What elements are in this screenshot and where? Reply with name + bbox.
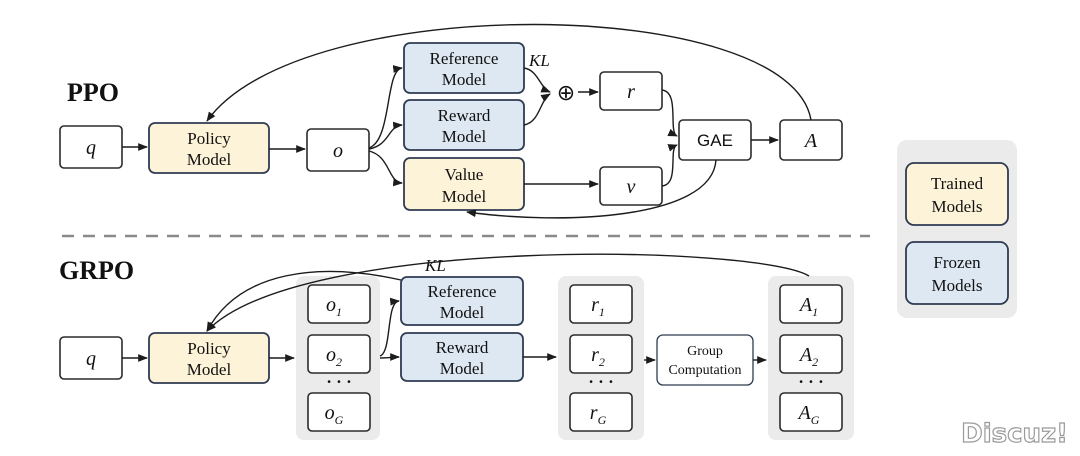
- ppo-gae-node: GAE: [678, 119, 752, 161]
- ppo-r-node: r: [599, 71, 663, 111]
- grpo-a1-node: A1: [779, 284, 843, 324]
- grpo-reward-model: Reward Model: [400, 332, 524, 382]
- legend-frozen-label-1: Frozen: [933, 253, 981, 272]
- grpo-q-label: q: [86, 348, 96, 370]
- grpo-r-ellipsis: · · ·: [588, 372, 614, 391]
- ppo-policy-model: Policy Model: [148, 122, 270, 174]
- grpo-reference-model: Reference Model: [400, 276, 524, 326]
- ppo-a-label: A: [803, 130, 818, 152]
- ppo-reference-label-1: Reference: [430, 49, 499, 68]
- ppo-kl-label: KL: [528, 51, 550, 70]
- grpo-kl-label: KL: [424, 256, 446, 275]
- svg-text:rG: rG: [590, 402, 607, 427]
- ppo-o-label: o: [333, 140, 343, 162]
- ppo-policy-label-1: Policy: [187, 129, 231, 148]
- grpo-arrows: [122, 253, 810, 364]
- grpo-og-node: oG: [307, 392, 371, 432]
- ppo-v-node: v: [599, 166, 663, 206]
- ppo-q-node: q: [59, 125, 123, 169]
- svg-text:r2: r2: [591, 344, 605, 369]
- grpo-policy-model: Policy Model: [148, 332, 270, 384]
- grpo-r2-node: r2: [569, 334, 633, 374]
- grpo-rg-node: rG: [569, 392, 633, 432]
- grpo-reward-label-1: Reward: [436, 338, 489, 357]
- svg-text:r1: r1: [591, 294, 605, 319]
- grpo-group-computation: Group Computation: [656, 334, 754, 386]
- ppo-v-label: v: [627, 176, 636, 198]
- svg-text:oG: oG: [325, 402, 344, 427]
- grpo-a-ellipsis: · · ·: [798, 372, 824, 391]
- ppo-reward-label-1: Reward: [438, 106, 491, 125]
- grpo-policy-label-2: Model: [187, 360, 232, 379]
- ppo-reference-label-2: Model: [442, 70, 487, 89]
- ppo-reward-model: Reward Model: [403, 99, 525, 151]
- grpo-o2-node: o2: [307, 334, 371, 374]
- legend-trained-label-2: Models: [932, 197, 983, 216]
- grpo-o1-node: o1: [307, 284, 371, 324]
- svg-text:A2: A2: [798, 344, 818, 369]
- svg-text:o2: o2: [326, 344, 342, 369]
- ppo-reward-label-2: Model: [442, 127, 487, 146]
- ppo-title: PPO: [67, 78, 119, 107]
- ppo-o-node: o: [306, 128, 370, 172]
- ppo-plus-symbol: ⊕: [557, 80, 575, 105]
- ppo-q-label: q: [86, 137, 96, 159]
- grpo-group-label-1: Group: [687, 344, 723, 359]
- grpo-o-ellipsis: · · ·: [326, 372, 352, 391]
- ppo-r-label: r: [627, 81, 635, 103]
- ppo-value-model: Value Model: [403, 157, 525, 211]
- grpo-reference-label-1: Reference: [428, 282, 497, 301]
- grpo-r1-node: r1: [569, 284, 633, 324]
- ppo-a-node: A: [779, 119, 843, 161]
- ppo-value-label-1: Value: [445, 165, 484, 184]
- legend-trained: Trained Models: [905, 162, 1009, 226]
- legend-frozen-label-2: Models: [932, 276, 983, 295]
- grpo-ag-node: AG: [779, 392, 843, 432]
- svg-text:AG: AG: [797, 402, 820, 427]
- ppo-arrows: [122, 23, 812, 219]
- grpo-title: GRPO: [59, 256, 134, 285]
- ppo-gae-label: GAE: [697, 131, 733, 150]
- grpo-policy-label-1: Policy: [187, 339, 231, 358]
- ppo-reference-model: Reference Model: [403, 42, 525, 94]
- grpo-a2-node: A2: [779, 334, 843, 374]
- grpo-reference-label-2: Model: [440, 303, 485, 322]
- grpo-group-label-2: Computation: [668, 363, 741, 378]
- svg-text:o1: o1: [326, 294, 342, 319]
- legend-trained-label-1: Trained: [931, 174, 984, 193]
- watermark: Discuz!: [961, 419, 1068, 449]
- grpo-q-node: q: [59, 336, 123, 380]
- grpo-reward-label-2: Model: [440, 359, 485, 378]
- ppo-policy-label-2: Model: [187, 150, 232, 169]
- svg-text:A1: A1: [798, 294, 818, 319]
- legend-frozen: Frozen Models: [905, 241, 1009, 305]
- ppo-value-label-2: Model: [442, 187, 487, 206]
